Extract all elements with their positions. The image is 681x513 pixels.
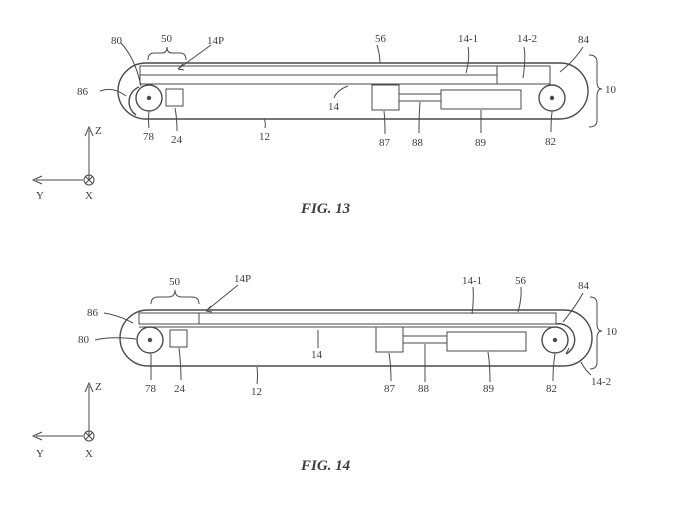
right-roller (541, 326, 569, 354)
label-56: 56 (375, 33, 387, 45)
axis-z-label: Z (95, 125, 102, 137)
label-86: 86 (87, 307, 99, 319)
label-24: 24 (171, 134, 183, 146)
label-84: 84 (578, 34, 590, 46)
label-86: 86 (77, 86, 89, 98)
component-24 (169, 329, 188, 348)
label-14-2: 14-2 (591, 376, 611, 388)
housing-outline (117, 62, 589, 120)
label-12: 12 (251, 386, 262, 398)
left-roller (135, 84, 163, 112)
label-10: 10 (605, 84, 617, 96)
left-roller-hub (147, 337, 153, 343)
axis-x-label: X (85, 448, 93, 460)
label-78: 78 (143, 131, 155, 143)
label-50: 50 (161, 33, 173, 45)
bracket-10 (588, 54, 603, 128)
label-80: 80 (78, 334, 90, 346)
left-roller (136, 326, 164, 354)
label-89: 89 (483, 383, 495, 395)
motor-87 (375, 326, 404, 353)
label-10: 10 (606, 326, 618, 338)
label-78: 78 (145, 383, 157, 395)
label-88: 88 (418, 383, 430, 395)
label-14-1: 14-1 (462, 275, 482, 287)
label-14p: 14P (234, 273, 251, 285)
left-roller-hub (146, 95, 152, 101)
label-12: 12 (259, 131, 270, 143)
axis-x-label: X (85, 190, 93, 202)
label-24: 24 (174, 383, 186, 395)
label-80: 80 (111, 35, 123, 47)
component-24 (165, 88, 184, 107)
label-89: 89 (475, 137, 487, 149)
display-layer (138, 312, 557, 325)
bracket-50 (150, 289, 200, 305)
label-82: 82 (546, 383, 557, 395)
label-14-1: 14-1 (458, 33, 478, 45)
label-14: 14 (328, 101, 340, 113)
actuator-89 (440, 89, 522, 110)
bracket-10 (589, 296, 603, 370)
rolled-display-portion (555, 323, 576, 355)
motor-87 (371, 84, 400, 111)
label-82: 82 (545, 136, 556, 148)
right-roller-hub (552, 337, 558, 343)
right-roller (538, 84, 566, 112)
label-87: 87 (384, 383, 396, 395)
label-14: 14 (311, 349, 323, 361)
rolled-display-end (565, 347, 570, 355)
actuator-89 (446, 331, 527, 352)
axis-z-label: Z (95, 381, 102, 393)
label-87: 87 (379, 137, 391, 149)
axis-y-label: Y (36, 448, 44, 460)
rolled-display-end (130, 109, 137, 116)
axis-y-label: Y (36, 190, 44, 202)
label-50: 50 (169, 276, 181, 288)
label-56: 56 (515, 275, 527, 287)
housing-outline (119, 309, 593, 367)
label-14p: 14P (207, 35, 224, 47)
label-88: 88 (412, 137, 424, 149)
fig13: 50 14P 56 14-1 14-2 84 80 86 10 14 78 24… (31, 33, 617, 217)
caption-fig14: FIG. 14 (300, 458, 351, 474)
right-roller-hub (549, 95, 555, 101)
label-14-2: 14-2 (517, 33, 537, 45)
label-84: 84 (578, 280, 590, 292)
bracket-50 (147, 46, 187, 61)
fig14: 50 14P 14-1 56 84 86 80 10 14 78 24 12 8… (31, 273, 618, 474)
caption-fig13: FIG. 13 (300, 201, 351, 217)
